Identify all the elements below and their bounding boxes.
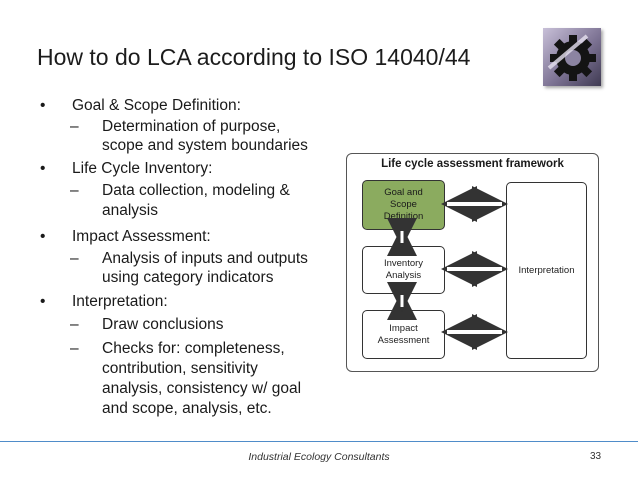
sub-bullet-marker: – [70,316,79,333]
sub-bullet-marker: – [70,182,79,199]
box-label: Scope [390,199,417,210]
box-label: Interpretation [518,264,575,276]
sub-bullet-line: analysis [102,202,158,219]
bullet-label: Interpretation: [72,293,168,310]
slide-title: How to do LCA according to ISO 14040/44 [37,44,471,70]
bullet-marker: • [40,293,46,310]
diagram-arrows [387,186,508,350]
box-label: Definition [383,211,424,222]
sub-bullet-marker: – [70,340,79,357]
sub-bullet-marker: – [70,250,79,267]
lca-framework-diagram: Life cycle assessment framework Goal and… [346,153,599,372]
sub-bullet-line: Checks for: completeness, [102,340,285,357]
sub-bullet-line: Determination of purpose, [102,118,281,135]
sub-bullet-line: scope and system boundaries [102,137,308,154]
footer-company: Industrial Ecology Consultants [248,451,390,463]
interpretation-box: Interpretation [506,182,587,359]
bullet-marker: • [40,97,46,114]
bullet-label: Life Cycle Inventory: [72,160,213,177]
sub-bullet-line: Data collection, modeling & [102,182,290,199]
sub-bullet-line: and scope, analysis, etc. [102,400,272,417]
footer-rule [0,441,638,442]
bullet-label: Goal & Scope Definition: [72,97,241,114]
sub-bullet-line: analysis, consistency w/ goal [102,380,302,397]
diagram-title: Life cycle assessment framework [381,158,564,170]
box-label: Assessment [377,334,430,346]
company-logo-icon [543,28,601,86]
bullet-label: Impact Assessment: [72,228,211,245]
box-label: Impact [389,322,418,334]
box-label: Analysis [385,270,422,281]
bullet-marker: • [40,228,46,245]
box-label: Inventory [383,258,424,269]
sub-bullet-marker: – [70,118,79,135]
bullet-marker: • [40,160,46,177]
sub-bullet-line: using category indicators [102,269,274,286]
impact-assessment-box: Impact Assessment [362,310,445,359]
sub-bullet-line: Draw conclusions [102,316,224,333]
box-label: Goal and [384,187,423,198]
page-number: 33 [590,451,602,462]
sub-bullet-line: contribution, sensitivity [102,360,258,377]
sub-bullet-line: Analysis of inputs and outputs [102,250,308,267]
